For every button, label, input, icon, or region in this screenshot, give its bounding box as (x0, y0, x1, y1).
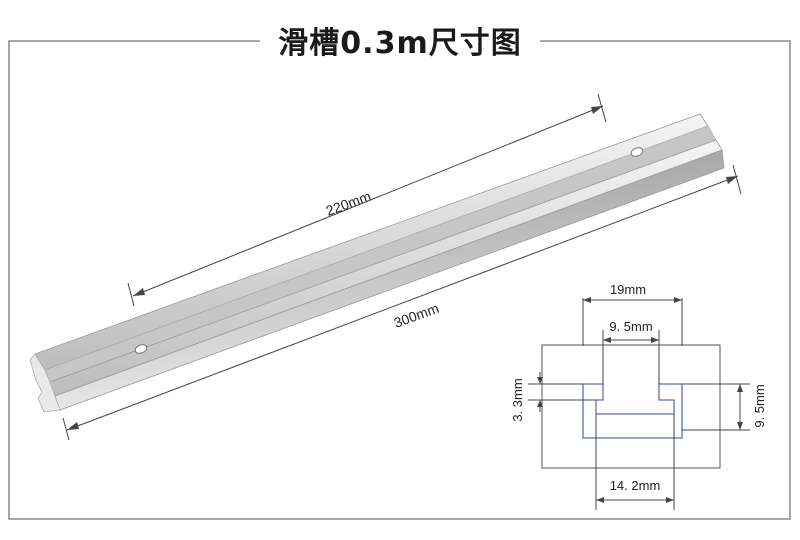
label-220mm: 220mm (324, 188, 373, 219)
page-title: 滑槽0.3m尺寸图 (0, 18, 800, 62)
dim-300-line (66, 175, 739, 431)
dim-220-arrow-left (133, 288, 145, 296)
label-left-height: 3. 3mm (510, 378, 525, 421)
page-title-text: 滑槽0.3m尺寸图 (260, 26, 540, 61)
dimension-300 (62, 164, 742, 441)
dim-220-line (132, 105, 604, 297)
dim-300-arrow-left (67, 422, 79, 430)
screw-hole-left (134, 344, 148, 354)
label-right-height: 9. 5mm (752, 384, 767, 427)
dim-300-arrow-right (726, 176, 738, 184)
dim-220-ext-right (597, 93, 607, 123)
t-slot-profile (582, 383, 683, 439)
cross-section-block (541, 344, 721, 469)
rail-image (29, 113, 725, 413)
label-slot-opening: 9. 5mm (609, 319, 652, 334)
dim-220-ext-left (127, 282, 135, 307)
dim-300-ext-right (732, 164, 742, 195)
dim-220-arrow-right (591, 106, 603, 114)
dim-300-ext-left (62, 417, 70, 441)
cross-section (528, 297, 750, 510)
dimension-220 (127, 93, 607, 307)
screw-hole-right (630, 147, 644, 157)
label-19mm: 19mm (610, 282, 646, 297)
label-bottom-width: 14. 2mm (610, 478, 661, 493)
